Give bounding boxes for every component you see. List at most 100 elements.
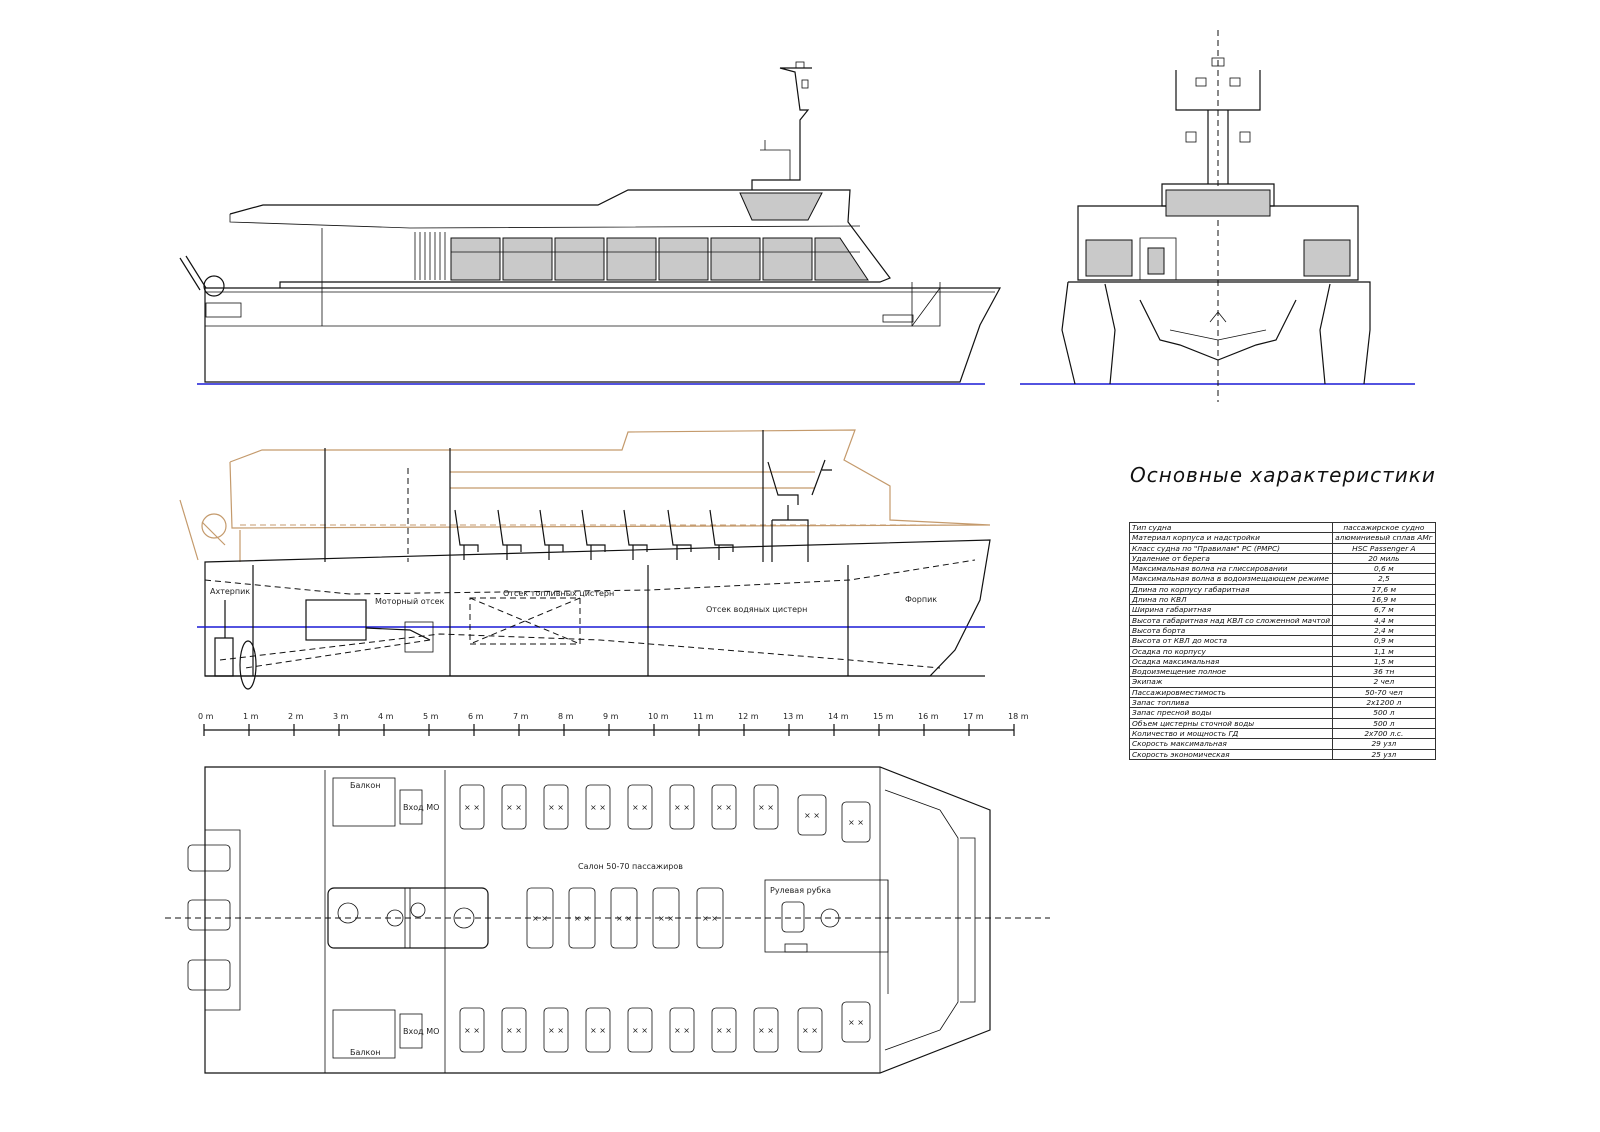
passenger-seat xyxy=(797,1007,823,1053)
passenger-seats: × × × × × × × × × × × × × × × × × × × × × × × × × × ×… xyxy=(459,784,871,1053)
scale-tick-label: 2 m xyxy=(288,712,304,721)
scale-tick-label: 12 m xyxy=(738,712,759,721)
toilet-block xyxy=(327,887,489,949)
label-fuel-tanks: Отсек топливных цистерн xyxy=(503,589,614,598)
scale-tick-label: 4 m xyxy=(378,712,394,721)
spec-value: 1,5 м xyxy=(1332,655,1436,668)
scale-tick-label: 16 m xyxy=(918,712,939,721)
seat-marks: × × xyxy=(658,914,674,923)
spec-value: 25 узл xyxy=(1332,748,1436,760)
spec-key: Материал корпуса и надстройки xyxy=(1128,532,1334,544)
section-seats xyxy=(454,459,832,560)
passenger-seat xyxy=(711,784,737,830)
spec-key: Класс судна по "Правилам" РС (РМРС) xyxy=(1128,542,1334,554)
spec-key: Водоизмещение полное xyxy=(1128,666,1334,678)
seat-marks: × × xyxy=(464,803,480,812)
seat-marks: × × xyxy=(574,914,590,923)
passenger-seat xyxy=(627,784,653,830)
seat-marks: × × xyxy=(590,1026,606,1035)
wheelhouse xyxy=(764,879,889,953)
spec-key: Осадка по корпусу xyxy=(1128,645,1334,657)
stern-boarding-steps xyxy=(187,844,231,991)
passenger-seat xyxy=(459,1007,485,1053)
stern-davit xyxy=(179,255,207,291)
scale-tick-label: 7 m xyxy=(513,712,529,721)
scale-tick-label: 13 m xyxy=(783,712,804,721)
spec-value: 17,6 м xyxy=(1332,583,1436,596)
passenger-seat xyxy=(627,1007,653,1053)
seat-marks: × × xyxy=(674,1026,690,1035)
seat-marks: × × xyxy=(702,914,718,923)
passenger-seat xyxy=(696,887,724,949)
label-forepeak: Форпик xyxy=(905,595,937,604)
spec-value: 1,1 м xyxy=(1332,645,1436,657)
scale-tick-label: 17 m xyxy=(963,712,984,721)
spec-key: Осадка максимальная xyxy=(1128,655,1334,668)
passenger-seat xyxy=(459,784,485,830)
passenger-seat xyxy=(753,784,779,830)
spec-row: Максимальная волна в водоизмещающем режи… xyxy=(1128,573,1436,585)
seat-marks: × × xyxy=(506,803,522,812)
seat-marks: × × xyxy=(848,1018,864,1027)
spec-key: Удаление от берега xyxy=(1128,552,1334,565)
spec-key: Тип судна xyxy=(1128,521,1334,534)
label-akhterpik: Ахтерпик xyxy=(210,587,250,596)
scale-tick-label: 8 m xyxy=(558,712,574,721)
seat-marks: × × xyxy=(802,1026,818,1035)
side-elevation-view xyxy=(179,61,1002,385)
spec-value: 2 чел xyxy=(1332,676,1436,688)
label-salon: Салон 50-70 пассажиров xyxy=(578,862,683,871)
label-mo-entry-bottom: Вход МО xyxy=(403,1027,439,1036)
spec-key: Скорость максимальная xyxy=(1128,738,1334,750)
seat-marks: × × xyxy=(506,1026,522,1035)
seat-marks: × × xyxy=(804,811,820,820)
spec-key: Количество и мощность ГД xyxy=(1128,727,1334,740)
superstructure-outline xyxy=(229,189,891,288)
spec-value: пассажирское судно xyxy=(1332,521,1436,534)
passenger-seat xyxy=(585,1007,611,1053)
scale-tick-label: 18 m xyxy=(1008,712,1029,721)
front-view xyxy=(1020,30,1415,402)
balcony-bottom xyxy=(332,1009,396,1059)
spec-value: HSC Passenger A xyxy=(1332,542,1436,554)
passenger-seat xyxy=(568,887,596,949)
passenger-seat xyxy=(753,1007,779,1053)
seat-marks: × × xyxy=(548,1026,564,1035)
spec-value: 4,4 м xyxy=(1332,614,1436,626)
passenger-seat xyxy=(841,1001,871,1043)
passenger-seat xyxy=(797,794,827,836)
mast xyxy=(751,61,812,190)
seat-marks: × × xyxy=(532,914,548,923)
scale-tick-label: 9 m xyxy=(603,712,619,721)
spec-value: 2х700 л.с. xyxy=(1332,727,1436,740)
passenger-seat xyxy=(669,1007,695,1053)
spec-value: 2х1200 л xyxy=(1332,697,1436,709)
passenger-seat xyxy=(669,784,695,830)
spec-value: 2,5 xyxy=(1332,573,1436,585)
spec-key: Длина по корпусу габаритная xyxy=(1128,583,1334,596)
spec-key: Высота борта xyxy=(1128,624,1334,637)
scale-tick-label: 5 m xyxy=(423,712,439,721)
hull-section-outline xyxy=(204,539,991,677)
spec-value: 16,9 м xyxy=(1332,594,1436,606)
label-water-tanks: Отсек водяных цистерн xyxy=(706,605,807,614)
seat-marks: × × xyxy=(616,914,632,923)
passenger-seat xyxy=(610,887,638,949)
passenger-seat xyxy=(711,1007,737,1053)
seat-marks: × × xyxy=(632,1026,648,1035)
